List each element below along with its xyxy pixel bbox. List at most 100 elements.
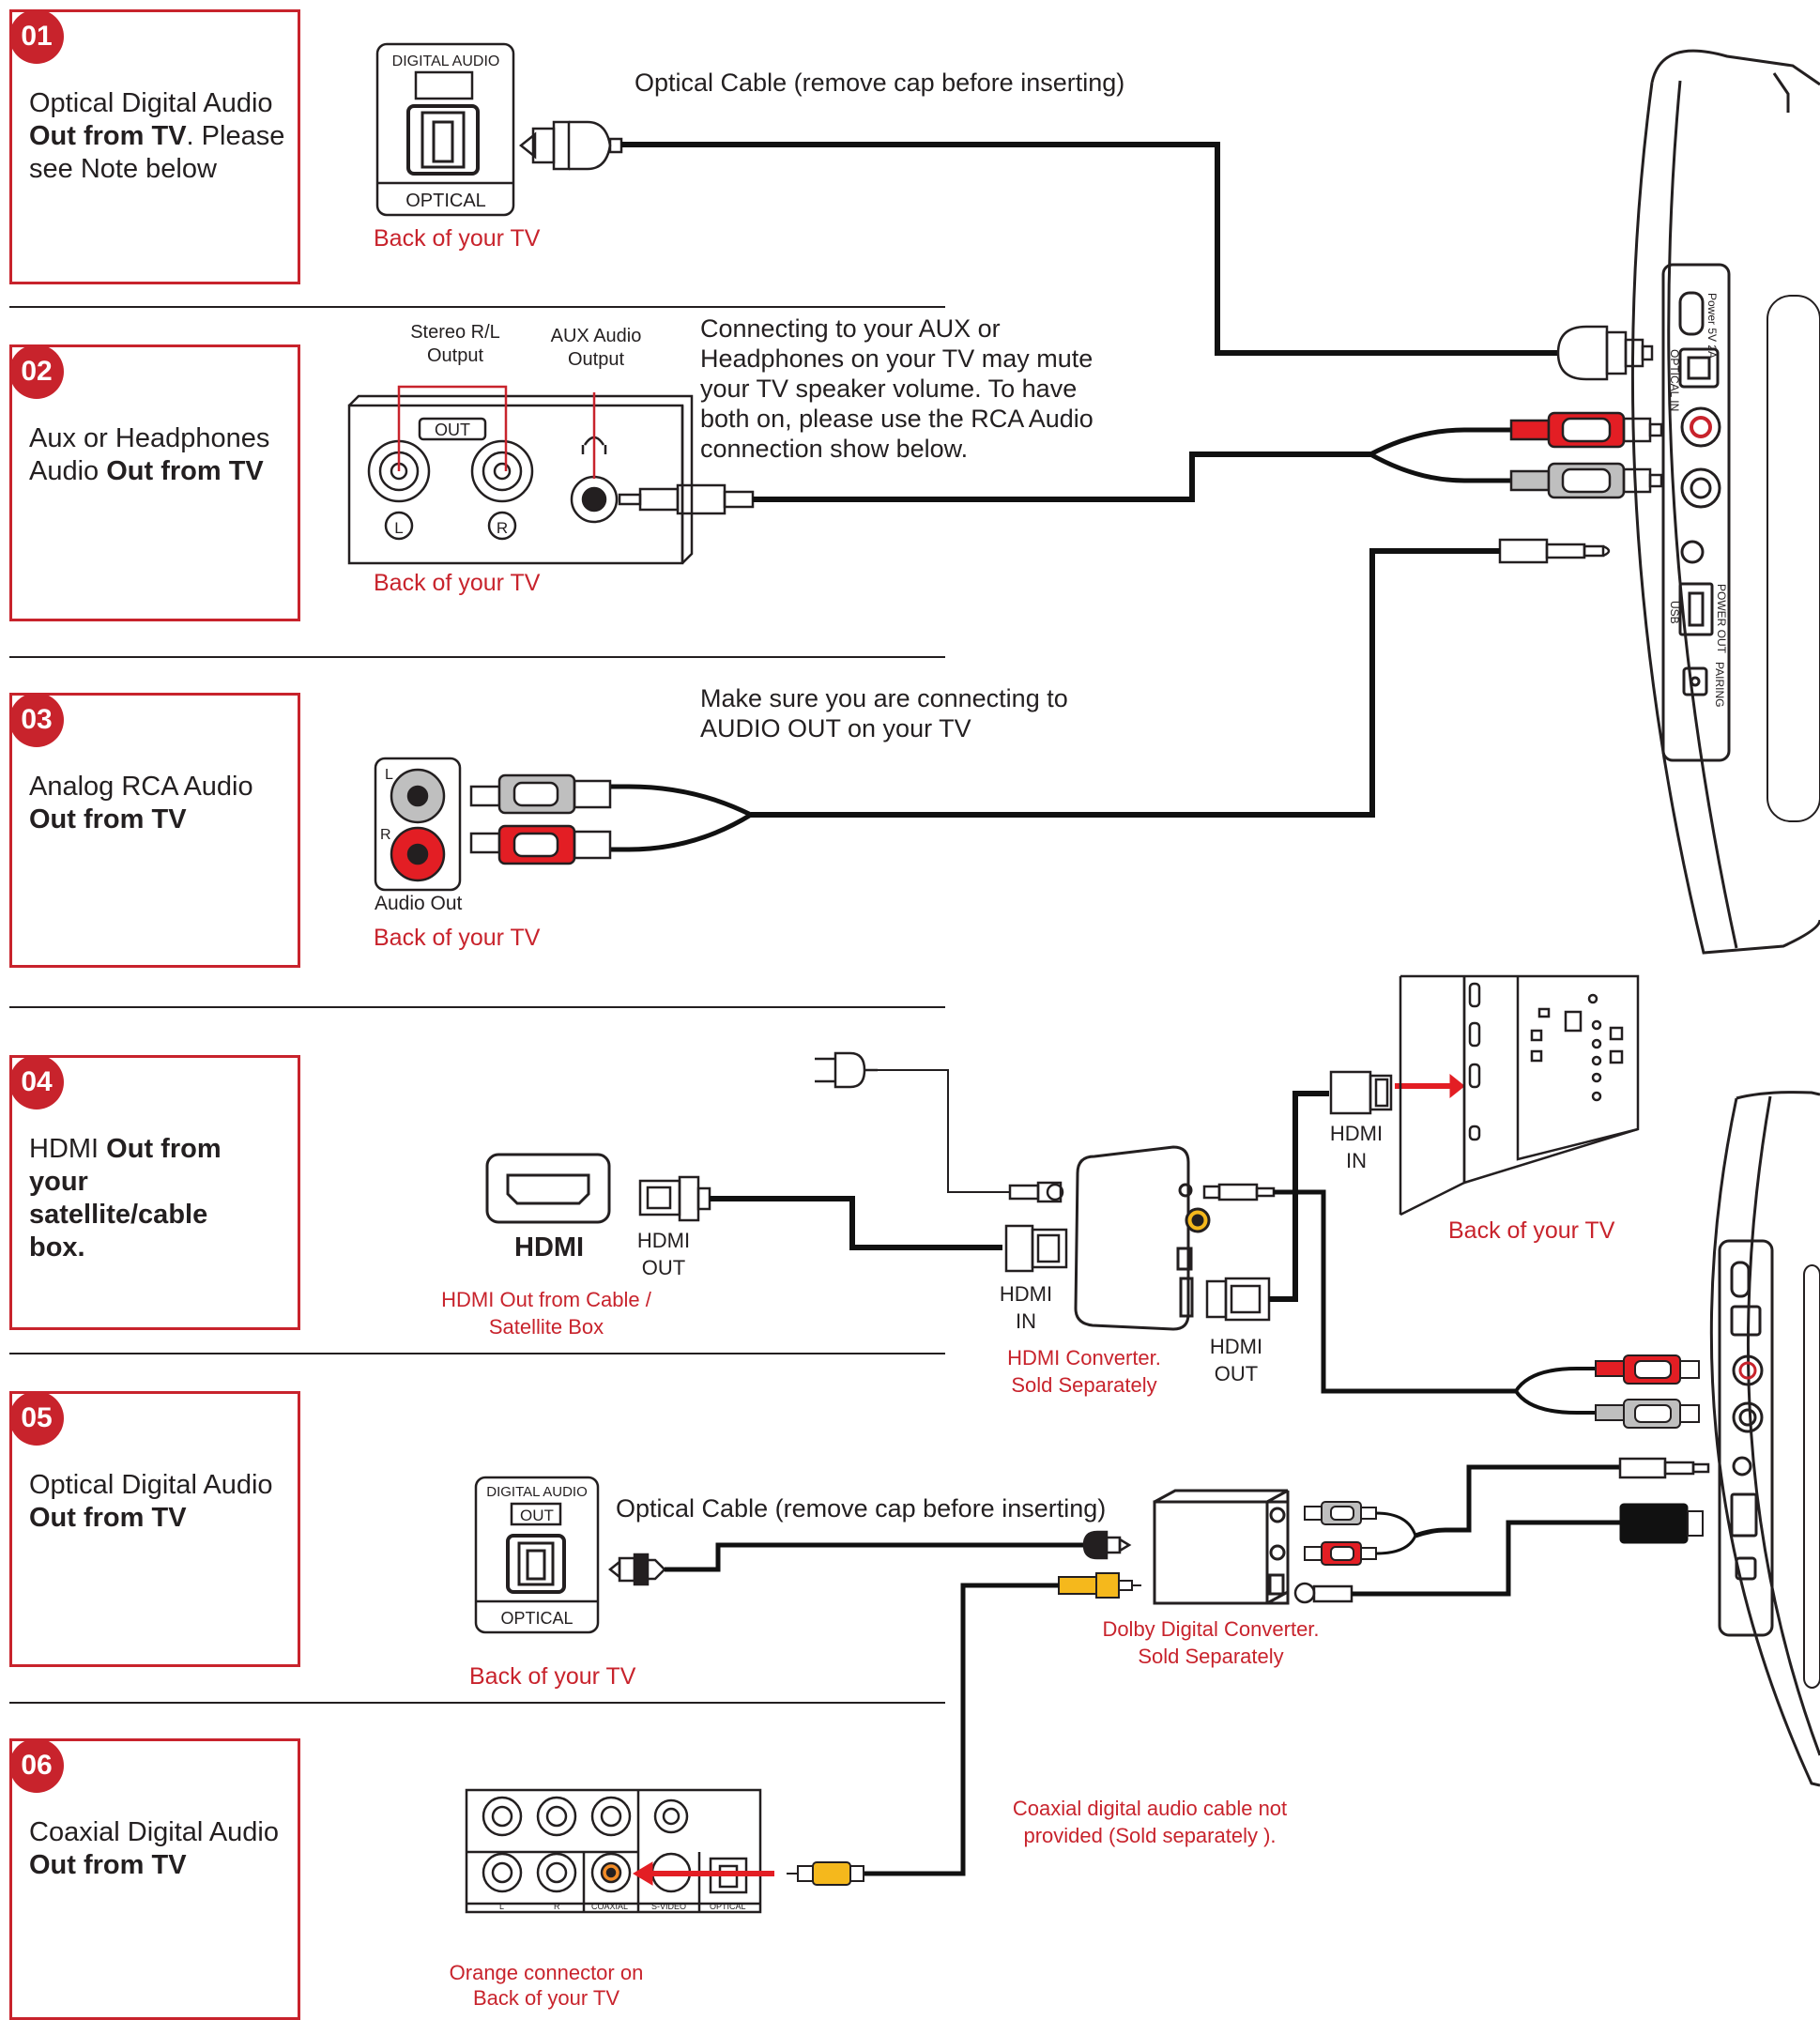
section-number-badge: 03 [9,693,64,747]
optical-cable-note-05: Optical Cable (remove cap before inserti… [616,1494,1107,1523]
hdmi-plug-tv-in [1329,1070,1393,1115]
section-description: HDMI Out from your satellite/cable box. [29,1134,222,1262]
section-01-box: 01 Optical Digital Audio Out from TV. Pl… [9,9,300,284]
section-02-box: 02 Aux or Headphones Audio Out from TV [9,344,300,621]
back-of-tv-label-01: Back of your TV [374,225,541,252]
hdmi-plug-source [638,1175,711,1222]
aux-mute-note: Connecting to your AUX or Headphones on … [700,314,1094,463]
soundbar-back-bottom [1709,1091,1820,1787]
aux-plug-05 [1618,1457,1710,1479]
power-plug-converter [1008,1181,1064,1203]
coax-cable [864,1583,1059,1876]
optical-label-05: OPTICAL [500,1609,573,1628]
optical-plug-soundbar [1556,325,1654,381]
power-out-label: POWER OUT [1715,584,1728,654]
aux-plug-soundbar [1498,538,1611,564]
usb-power-plug [1619,1503,1689,1544]
hdmi-converter-box [1074,1145,1211,1331]
section-description: Coaxial Digital Audio Out from TV [29,1817,279,1880]
section-description: Aux or Headphones Audio Out from TV [29,423,270,486]
rca-plug-red-03 [469,824,612,865]
hdmi-out-source-label: HDMI Out from Cable / Satellite Box [441,1288,651,1339]
rca-plug-white-05 [1304,1501,1377,1525]
section-description: Analog RCA Audio Out from TV [29,772,253,834]
rca-output-leaders [397,385,596,479]
tv-back-panel-04 [1399,974,1640,1217]
rca-plug-white [1509,462,1663,499]
av-optical-label: OPTICAL [710,1902,746,1911]
hdmi-in-label-tv: HDMI IN [1329,1122,1384,1172]
aux-cable-02 [753,451,1370,502]
section-dividers [9,306,945,1704]
pairing-label: PAIRING [1713,662,1726,707]
optical-plug-05-converter [1082,1530,1132,1560]
tv-rca-aux-panel [347,394,694,565]
aux-output-label: AUX Audio Output [550,326,642,370]
av-r-label: R [554,1902,560,1911]
hdmi-cable-in [710,1196,1002,1250]
section-05-box: 05 Optical Digital Audio Out from TV [9,1391,300,1667]
section-description: Optical Digital Audio Out from TV. Pleas… [29,88,285,184]
hdmi-cable-out [1269,1091,1329,1302]
usb-label: USB [1668,601,1681,624]
optical-cable-note-01: Optical Cable (remove cap before inserti… [635,69,1125,97]
tv-optical-port-05 [474,1476,600,1634]
section-number-badge: 02 [9,344,64,399]
power-plug-05 [1293,1582,1354,1604]
digital-audio-label: DIGITAL AUDIO [392,54,500,69]
dolby-converter-box [1153,1489,1290,1605]
rca-r-label: R [380,827,391,843]
rca-audio-out-note: Make sure you are connecting to AUDIO OU… [700,684,1068,742]
back-of-tv-label-05: Back of your TV [469,1663,636,1690]
section-number-badge: 01 [9,9,64,64]
hdmi-plug-converter-out [1205,1277,1271,1322]
stereo-output-label: Stereo R/L Output [410,322,500,366]
rca-cable-03 [751,548,1500,818]
coax-cable-note: Coaxial digital audio cable not provided… [1012,1797,1288,1847]
optical-cable-01 [621,142,1558,356]
rca-plug-red [1509,411,1663,449]
section-number-badge: 04 [9,1055,64,1109]
tv-av-panel [465,1788,762,1914]
hdmi-out-label-source: HDMI OUT [636,1229,691,1279]
hdmi-plug-converter-in [1004,1224,1068,1273]
rca-plug-grey-04 [1595,1399,1700,1429]
soundbar-back-top [1630,49,1820,955]
dolby-converter-label: Dolby Digital Converter. Sold Separately [1102,1617,1320,1668]
orange-connector-label: Orange connector on Back of your TV [449,1961,644,2010]
hdmi-in-label-converter: HDMI IN [999,1282,1053,1333]
back-of-tv-label-04: Back of your TV [1448,1217,1615,1244]
rca-plug-red-05 [1304,1541,1377,1566]
av-l-label: L [499,1902,504,1911]
digital-audio-label-05: DIGITAL AUDIO [486,1484,588,1500]
converter-audio-cable [1274,1189,1516,1394]
power-plug [815,1051,878,1089]
section-number-badge: 05 [9,1391,64,1446]
section-03-box: 03 Analog RCA Audio Out from TV [9,693,300,968]
hdmi-port-source [485,1153,611,1224]
power-label: Power 5V 2A [1705,293,1719,359]
section-06-box: 06 Coaxial Digital Audio Out from TV [9,1738,300,2020]
rca-plug-grey-03 [469,773,612,815]
av-coaxial-label: COAXIAL [591,1902,628,1911]
r-label: R [497,519,508,537]
hdmi-port-label: HDMI [514,1232,585,1262]
optical-plug-05-tv [607,1553,666,1586]
coax-plug-yellow [1058,1572,1141,1599]
optical-in-label: OPTICAL IN [1668,349,1681,411]
tv-optical-port-01 [375,42,515,217]
back-of-tv-label-03: Back of your TV [374,925,541,951]
hdmi-converter-label: HDMI Converter. Sold Separately [1007,1346,1161,1397]
optical-cable-05 [665,1542,1084,1572]
section-description: Optical Digital Audio Out from TV [29,1470,273,1533]
out-label-05: OUT [520,1507,554,1524]
audio-out-label: Audio Out [375,893,463,914]
hdmi-out-label-converter: HDMI OUT [1209,1335,1263,1385]
aux-plug-converter [1202,1183,1276,1201]
rca-l-label: L [385,767,393,783]
section-number-badge: 06 [9,1738,64,1793]
aux-plug-tv [618,483,755,515]
tv-audio-out-panel [374,757,462,892]
optical-plug [518,120,623,171]
